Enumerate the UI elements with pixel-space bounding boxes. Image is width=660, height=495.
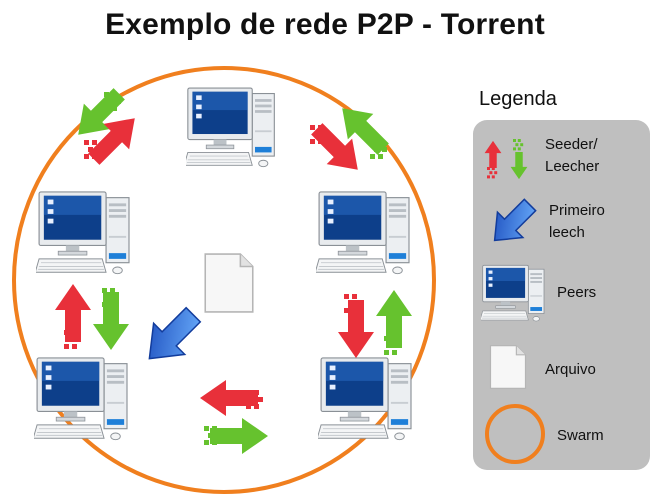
peer-computer-right (316, 191, 410, 275)
shared-file-icon (204, 253, 254, 313)
peer-computer-left (36, 191, 130, 275)
legend-item-file: Arquivo (545, 361, 596, 378)
peer-computer-bottom-right (318, 357, 412, 441)
legend-item-swarm: Swarm (557, 427, 604, 444)
first-leech-arrow (148, 306, 202, 360)
file-icon (489, 345, 527, 389)
seeder-leecher-arrows-bottom (200, 380, 268, 454)
swarm-ring-icon (485, 404, 545, 464)
swarm-circle (12, 66, 436, 494)
peer-computer-top (186, 87, 275, 168)
legend-panel: Seeder/ Leecher Primeiro leech Peers Arq… (473, 120, 650, 470)
seeder-leecher-arrows-right (338, 290, 412, 358)
computer-icon (481, 264, 545, 322)
first-leech-arrow-icon (493, 198, 537, 242)
legend-item-peers: Peers (557, 284, 597, 301)
seeder-leecher-arrows-left (55, 284, 129, 350)
diagram-title: Exemplo de rede P2P - Torrent (105, 8, 545, 41)
seeder-leecher-arrows-icon (484, 139, 528, 180)
legend-item-seeder-leecher: Seeder/ Leecher (545, 136, 600, 175)
legend-item-first-leech: Primeiro leech (549, 202, 605, 241)
peer-computer-bottom-left (34, 357, 128, 441)
legend-title: Legenda (479, 88, 557, 110)
